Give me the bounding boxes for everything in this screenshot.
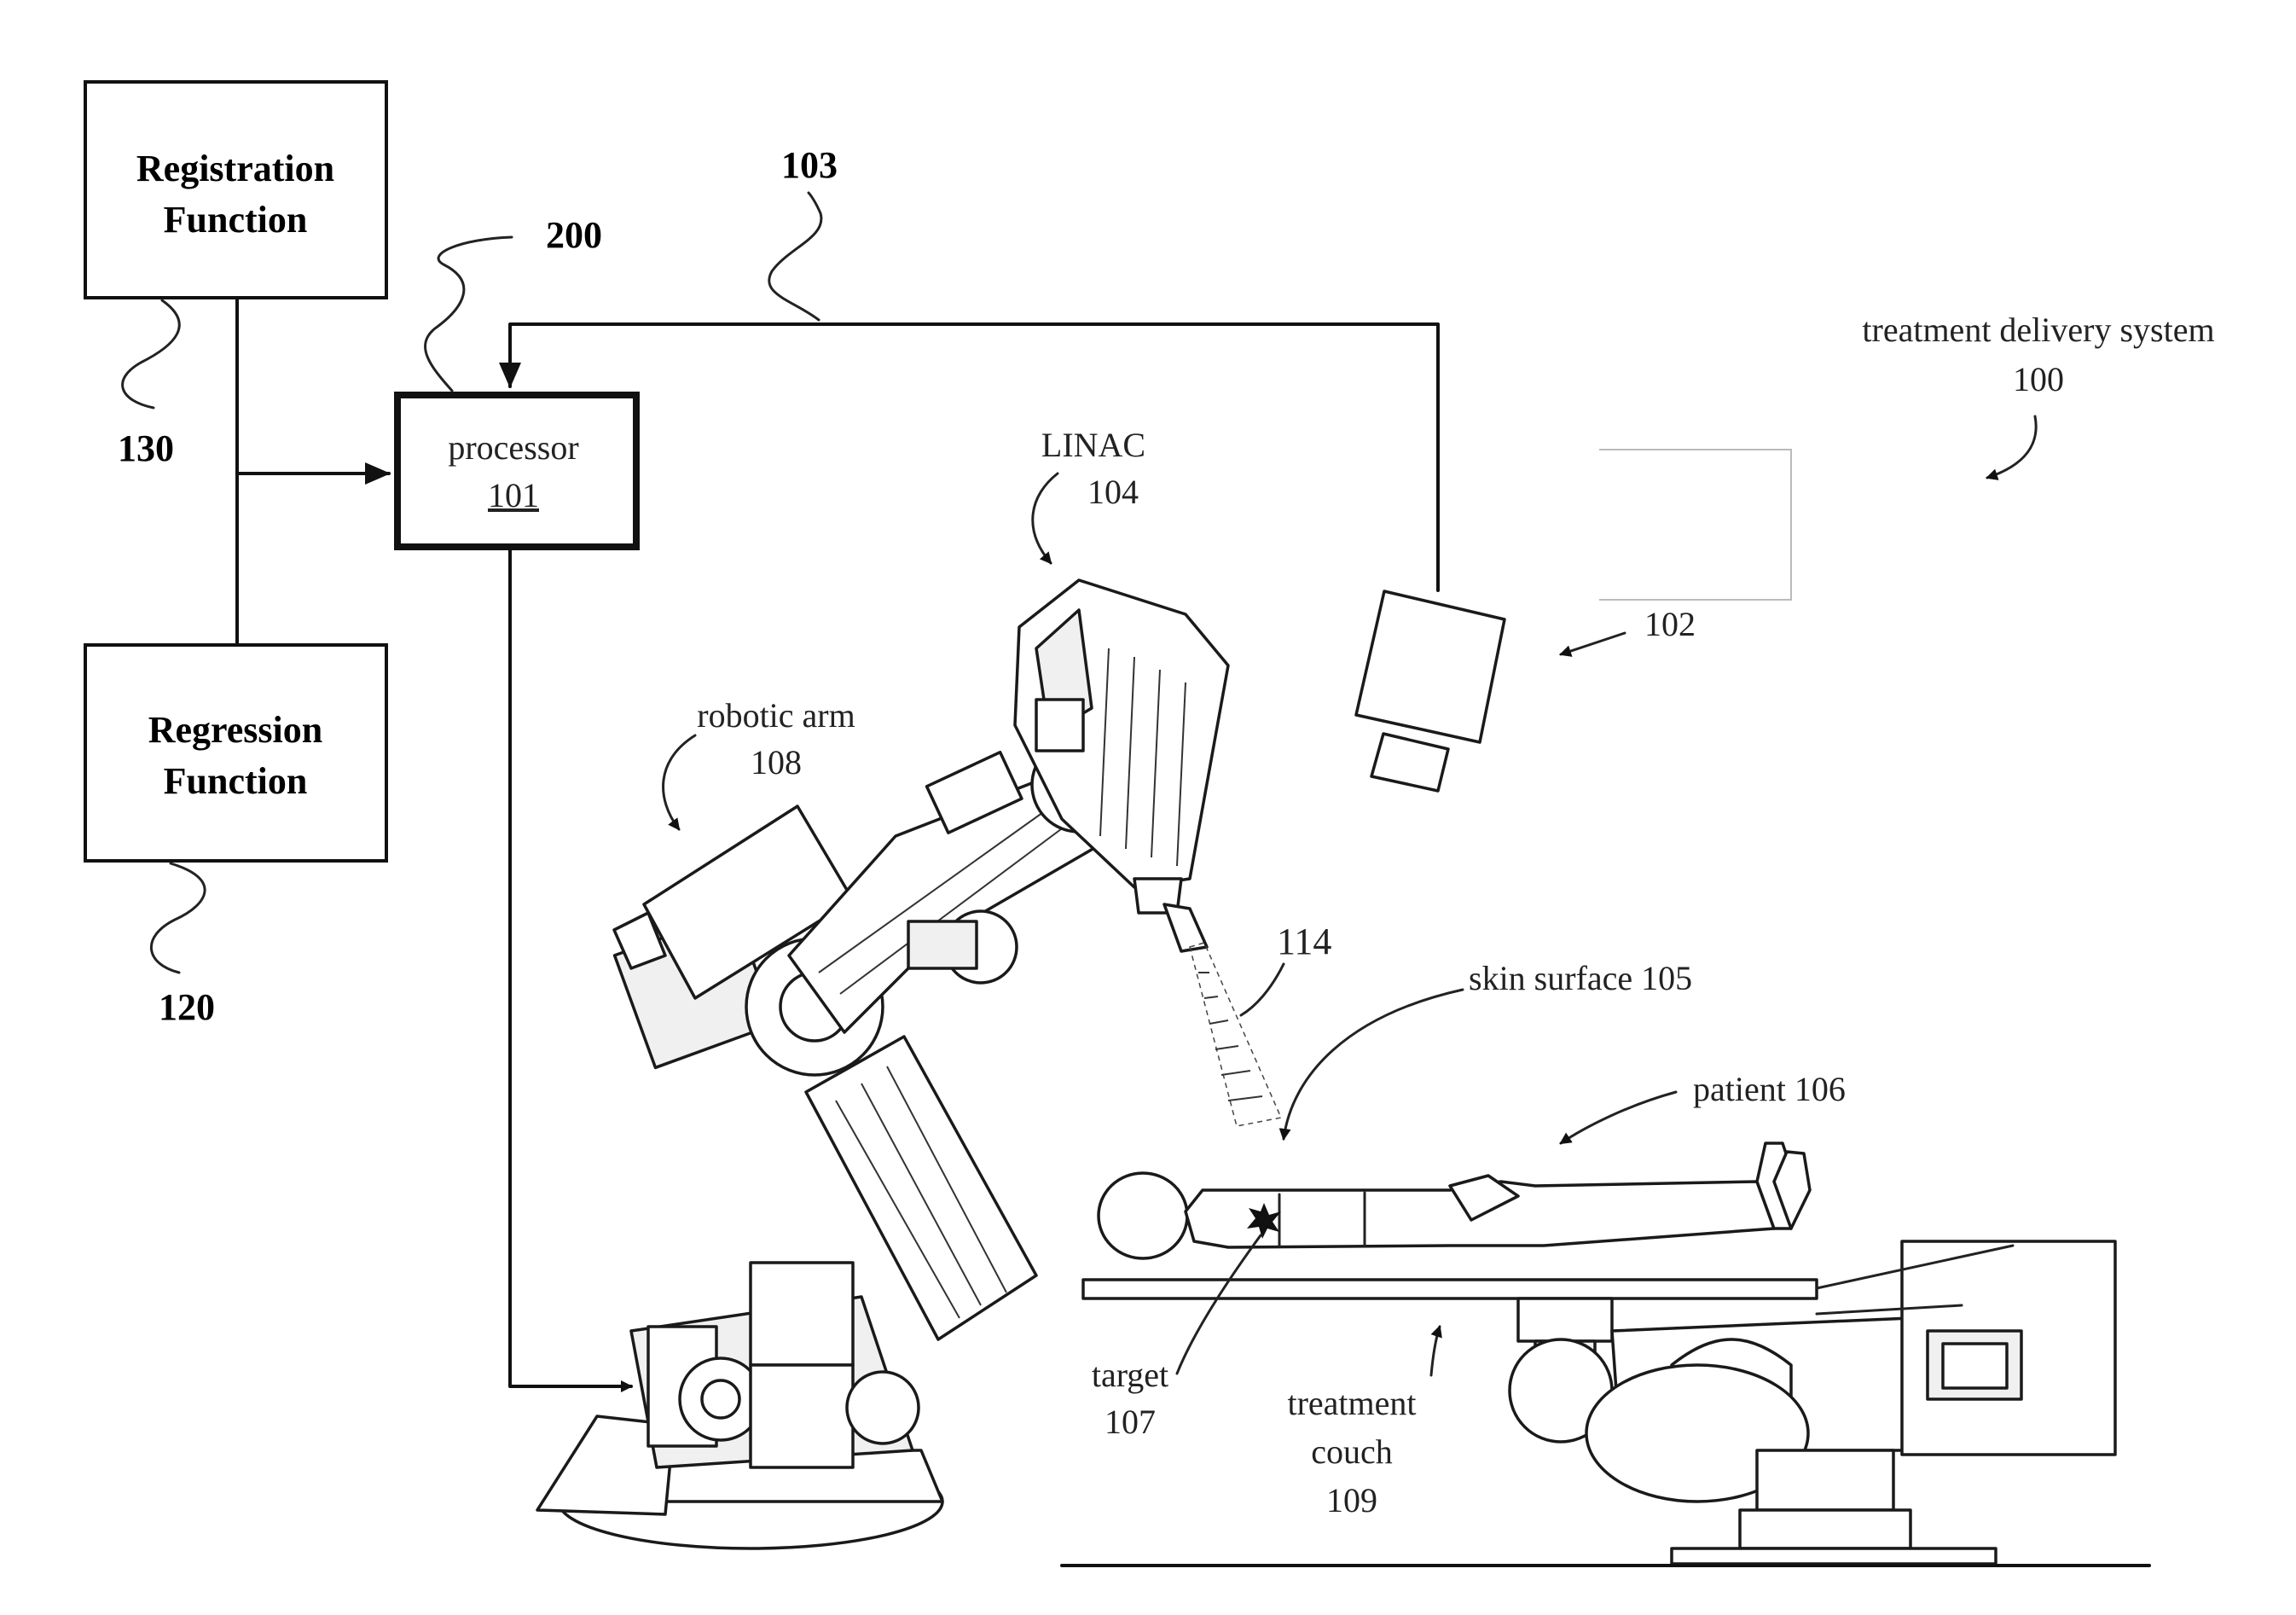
system-label-line1: treatment delivery system — [1862, 311, 2214, 349]
ref-200-label: 200 — [546, 214, 602, 256]
regression-function-box — [85, 645, 386, 861]
target-leader — [1177, 1235, 1261, 1374]
robotic-arm-drawing — [537, 738, 1126, 1548]
target-label-line1: target — [1092, 1356, 1168, 1394]
ref-120-label: 120 — [159, 986, 215, 1028]
treatment-couch-drawing — [1083, 1241, 2115, 1564]
imager-panel-outline — [1599, 450, 1791, 600]
patient-arrow — [1561, 1092, 1676, 1143]
ref-130-leader — [123, 300, 180, 408]
beam-leader — [1241, 964, 1284, 1015]
system-arrow — [1987, 416, 2036, 478]
ref-200-leader — [426, 237, 512, 391]
couch-label-line2: couch — [1311, 1432, 1393, 1471]
patient-drawing — [1099, 1143, 1810, 1258]
registration-function-box — [85, 82, 386, 298]
processor-to-robot-link — [510, 547, 631, 1386]
imager-to-processor-link — [510, 324, 1438, 590]
couch-label-line1: treatment — [1287, 1384, 1416, 1422]
ref-120-leader — [151, 863, 205, 973]
skin-surface-arrow — [1284, 990, 1463, 1139]
couch-label-line3: 109 — [1326, 1481, 1377, 1519]
registration-function-line2: Function — [164, 199, 308, 241]
ref-103-label: 103 — [781, 144, 838, 186]
linac-arrow — [1033, 473, 1058, 563]
ref-130-label: 130 — [118, 427, 174, 469]
processor-box — [397, 395, 636, 547]
skin-surface-label: skin surface 105 — [1469, 959, 1692, 997]
robotic-arm-label-line2: 108 — [751, 743, 802, 781]
regression-function-line2: Function — [164, 760, 308, 802]
system-label-line2: 100 — [2013, 360, 2064, 398]
linac-label-line2: 104 — [1087, 473, 1139, 511]
robotic-arm-label-line1: robotic arm — [697, 696, 855, 735]
beam-114 — [1190, 943, 1281, 1126]
ref-102-label: 102 — [1644, 605, 1696, 643]
imager-arrow — [1561, 633, 1625, 654]
regression-function-line1: Regression — [148, 709, 323, 751]
ref-114-label: 114 — [1277, 921, 1331, 962]
couch-arrow — [1431, 1327, 1440, 1375]
imager-102 — [1356, 591, 1505, 791]
patient-label: patient 106 — [1693, 1070, 1846, 1108]
robotic-arm-arrow — [664, 735, 695, 829]
ref-103-leader — [769, 193, 821, 320]
processor-ref: 101 — [488, 476, 539, 514]
processor-label: processor — [448, 428, 578, 467]
target-label-line2: 107 — [1105, 1403, 1156, 1441]
registration-function-line1: Registration — [136, 148, 334, 189]
linac-head-drawing — [1015, 580, 1228, 951]
linac-label-line1: LINAC — [1041, 426, 1145, 464]
